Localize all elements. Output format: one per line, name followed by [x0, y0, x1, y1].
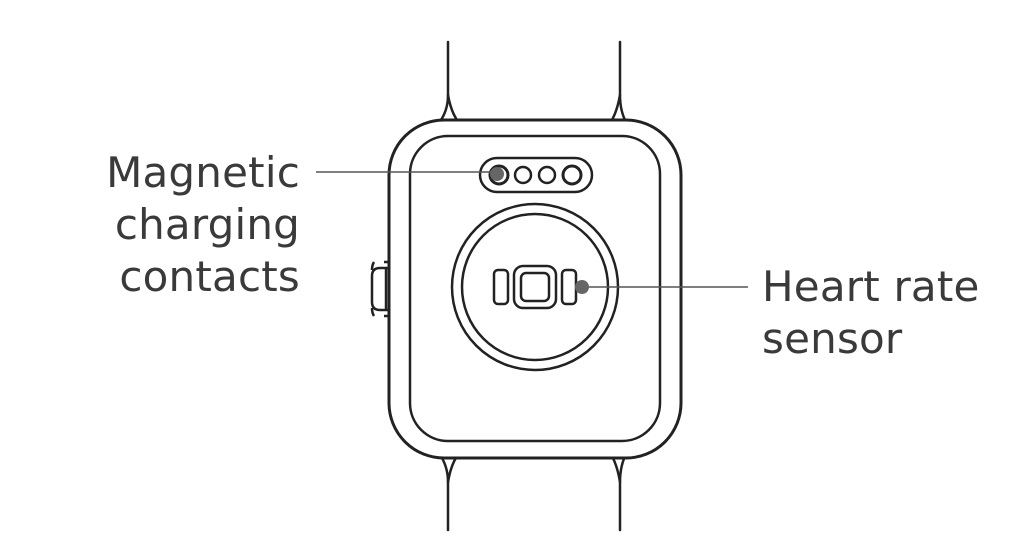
sensor-center-inner — [519, 271, 551, 303]
side-button — [370, 260, 390, 318]
charging-contacts-label: Magnetic charging contacts — [60, 147, 300, 303]
bottom-strap — [436, 446, 629, 532]
contact-2 — [513, 165, 533, 185]
watch-body-inner — [408, 134, 662, 443]
heart-rate-sensor-label: Heart rate sensor — [762, 261, 1012, 365]
charging-contacts — [478, 156, 594, 194]
sensor-callout-dot — [575, 280, 589, 294]
sensor-label-line-2: sensor — [762, 314, 903, 363]
charging-label-line-1: Magnetic — [106, 148, 300, 197]
charging-label-line-3: contacts — [119, 252, 300, 301]
heart-rate-sensor — [450, 202, 620, 372]
contact-3 — [537, 165, 557, 185]
contact-4 — [561, 164, 583, 186]
sensor-label-line-1: Heart rate — [762, 262, 980, 311]
charging-label-line-2: charging — [114, 200, 300, 249]
top-strap — [436, 40, 629, 130]
sensor-right-bar — [560, 268, 578, 306]
charging-callout-dot — [490, 167, 504, 181]
sensor-left-bar — [492, 268, 510, 306]
